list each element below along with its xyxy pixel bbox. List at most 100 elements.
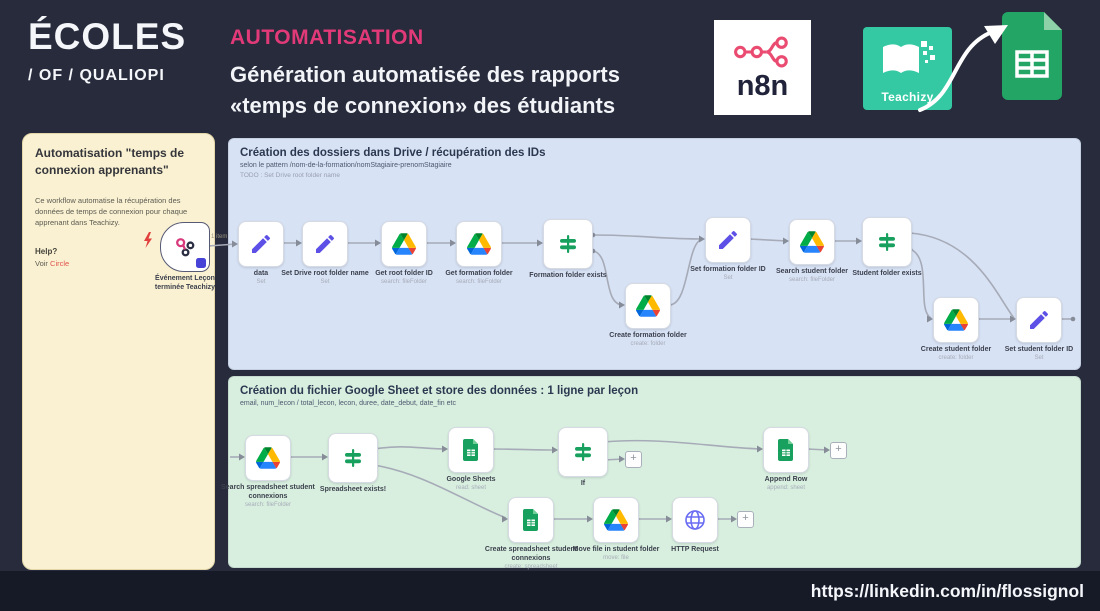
node-search-student-folder[interactable]: Search student folder search: fileFolder [776, 219, 848, 283]
google-drive-icon [256, 446, 280, 470]
node-create-student-folder[interactable]: Create student folder create: folder [921, 297, 991, 361]
add-node-button[interactable]: + [830, 442, 847, 459]
note-body: Ce workflow automatise la récupération d… [35, 195, 188, 228]
node-label: Create formation folder [609, 332, 687, 339]
google-sheets-file-icon [519, 508, 543, 532]
node-formation-folder-exists[interactable]: Formation folder exists [529, 219, 607, 279]
node-set-student-folder-id[interactable]: Set student folder ID Set [1005, 297, 1073, 361]
node-if[interactable]: If [558, 427, 608, 487]
node-sublabel: create: folder [630, 341, 666, 348]
node-google-sheets[interactable]: Google Sheets read: sheet [446, 427, 496, 491]
footer-bar: https://linkedin.com/in/flossignol [0, 571, 1100, 611]
note-title: Automatisation "temps de connexion appre… [35, 146, 185, 178]
if-filter-icon [341, 446, 365, 470]
if-filter-icon [571, 440, 595, 464]
node-label: Formation folder exists [529, 272, 607, 279]
google-drive-icon [392, 232, 416, 256]
note-help-link[interactable]: Circle [50, 258, 70, 268]
node-label: Student folder exists [852, 270, 922, 277]
lightning-icon [142, 232, 154, 248]
teachizy-logo: Teachizy [863, 27, 952, 110]
node-sublabel: append: sheet [766, 485, 806, 492]
node-label: Append Row [764, 476, 808, 483]
node-label: Search spreadsheet student connexions [221, 484, 315, 501]
node-http-request[interactable]: HTTP Request [671, 497, 719, 553]
node-sublabel: move: file [603, 555, 629, 562]
node-spreadsheet-exists[interactable]: Spreadsheet exists! [320, 433, 386, 493]
node-sublabel: Set [320, 279, 330, 286]
add-node-button[interactable]: + [737, 511, 754, 528]
node-trigger-lecon-terminee[interactable]: Événement Leçon terminée Teachizy [155, 222, 215, 291]
node-sublabel: read: sheet [455, 485, 487, 492]
node-label: Set student folder ID [1004, 346, 1074, 353]
sheet-section-title: Création du fichier Google Sheet et stor… [240, 385, 639, 397]
node-create-formation-folder[interactable]: Create formation folder create: folder [609, 283, 687, 347]
node-sublabel: search: fileFolder [788, 277, 836, 284]
sticky-note-sidebar: Automatisation "temps de connexion appre… [22, 133, 215, 570]
add-node-button[interactable]: + [625, 451, 642, 468]
node-sublabel: create: folder [938, 355, 974, 362]
node-label: data [253, 270, 269, 277]
node-label: Get formation folder [445, 270, 513, 277]
note-help-row: Voir Circle [35, 259, 202, 268]
edit-icon [716, 228, 740, 252]
google-drive-icon [467, 232, 491, 256]
page-title-line1: Génération automatisée des rapports [230, 62, 620, 87]
drive-section-todo: TODO : Set Drive root folder name [240, 172, 340, 179]
node-move-file[interactable]: Move file in student folder move: file [573, 497, 659, 561]
linkedin-url[interactable]: https://linkedin.com/in/flossignol [810, 580, 1084, 601]
google-sheets-file-icon [459, 438, 483, 462]
node-label: Google Sheets [446, 476, 496, 483]
node-sublabel: search: fileFolder [244, 502, 292, 509]
brand-subtitle: / OF / QUALIOPI [28, 67, 165, 84]
teachizy-logo-label: Teachizy [881, 90, 934, 104]
webhook-icon [172, 234, 198, 260]
globe-icon [683, 508, 707, 532]
node-label: Spreadsheet exists! [319, 486, 387, 493]
n8n-logo: n8n [714, 20, 811, 115]
if-filter-icon [556, 232, 580, 256]
node-label: Create spreadsheet student connexions [484, 546, 578, 563]
trigger-label: Événement Leçon terminée Teachizy [154, 275, 216, 292]
node-label: If [580, 480, 586, 487]
node-label: Get root folder ID [375, 270, 433, 277]
page-title: Génération automatisée des rapports «tem… [230, 60, 620, 122]
edit-icon [313, 232, 337, 256]
node-sublabel: create: spreadsheet [504, 564, 558, 571]
google-drive-icon [800, 230, 824, 254]
node-sublabel: search: fileFolder [380, 279, 428, 286]
note-help-label: Help? [35, 246, 58, 256]
brand-title: ÉCOLES [28, 16, 187, 57]
n8n-icon [732, 34, 794, 70]
edit-icon [1027, 308, 1051, 332]
sheet-section-subtitle: email, num_lecon / total_lecon, lecon, d… [240, 400, 456, 407]
node-label: Search student folder [776, 268, 848, 275]
n8n-logo-label: n8n [736, 70, 789, 102]
node-student-folder-exists[interactable]: Student folder exists [852, 217, 922, 277]
edit-icon [249, 232, 273, 256]
brand-block: ÉCOLES / OF / QUALIOPI [28, 16, 186, 85]
node-get-root-folder-id[interactable]: Get root folder ID search: fileFolder [375, 221, 433, 285]
if-filter-icon [875, 230, 899, 254]
google-drive-icon [604, 508, 628, 532]
book-icon [877, 39, 937, 85]
node-label: Move file in student folder [572, 546, 660, 553]
drive-section-subtitle: selon le pattern /nom-de-la-formation/no… [240, 162, 452, 169]
node-sublabel: Set [1034, 355, 1044, 362]
node-label: HTTP Request [671, 546, 719, 553]
google-drive-icon [944, 308, 968, 332]
kicker-automatisation: AUTOMATISATION [230, 26, 424, 49]
page-title-line2: «temps de connexion» des étudiants [230, 92, 616, 118]
drive-section-title: Création des dossiers dans Drive / récup… [240, 147, 546, 159]
connection-items-badge: 1 item [211, 234, 228, 240]
google-sheets-icon [1002, 12, 1062, 100]
node-append-row[interactable]: Append Row append: sheet [763, 427, 809, 491]
node-label: Create student folder [920, 346, 992, 353]
trigger-badge [196, 258, 206, 268]
